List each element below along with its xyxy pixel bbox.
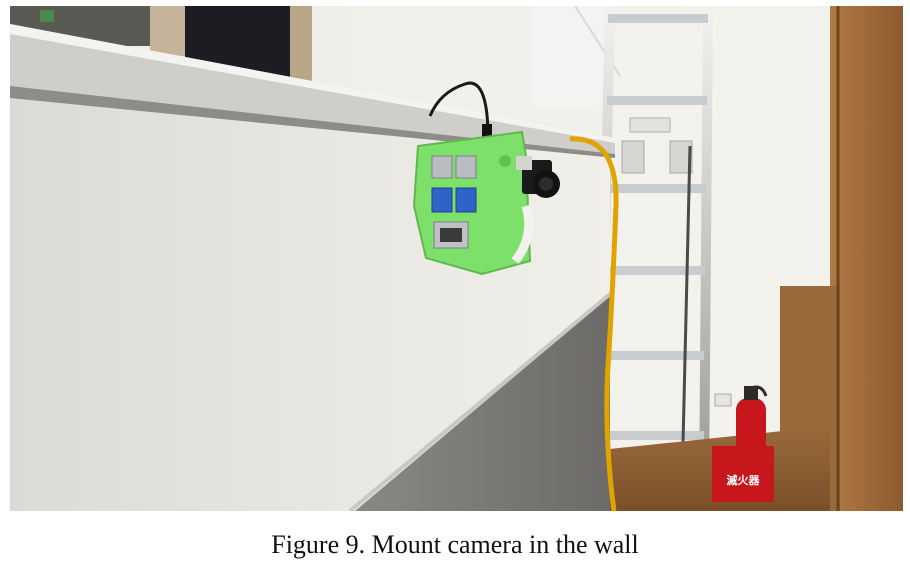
rail-highlight [10,24,615,143]
usb-port-top-left [431,155,453,179]
wall-outlet [714,393,732,407]
background-object [40,10,54,22]
case-screw [499,155,511,167]
usb3-port-left [431,187,453,213]
wooden-cabinet [830,6,903,511]
fire-extinguisher: 滅火器 [712,385,774,502]
wall-plate [629,117,671,133]
door-frame-right [290,6,312,86]
raspberry-pi-case [412,130,532,276]
figure-photo: 滅火器 [10,6,903,511]
figure-caption: Figure 9. Mount camera in the wall [271,530,639,559]
power-cable [428,81,490,139]
panel-top-trim [348,292,612,511]
extinguisher-sign: 滅火器 [727,473,761,487]
wall-switch-right [669,140,693,174]
usb3-port-right [455,187,477,213]
power-plug [482,124,492,140]
photo-illustration: 滅火器 [10,6,903,511]
door-frame [150,6,190,56]
usb-port-top-right [455,155,477,179]
glass-panel [530,6,610,106]
camera-module [516,156,560,198]
extinguisher-stand [712,446,774,502]
wall-switch-left [621,140,645,174]
ribbon-cable [511,204,534,264]
yellow-cable [569,136,619,511]
